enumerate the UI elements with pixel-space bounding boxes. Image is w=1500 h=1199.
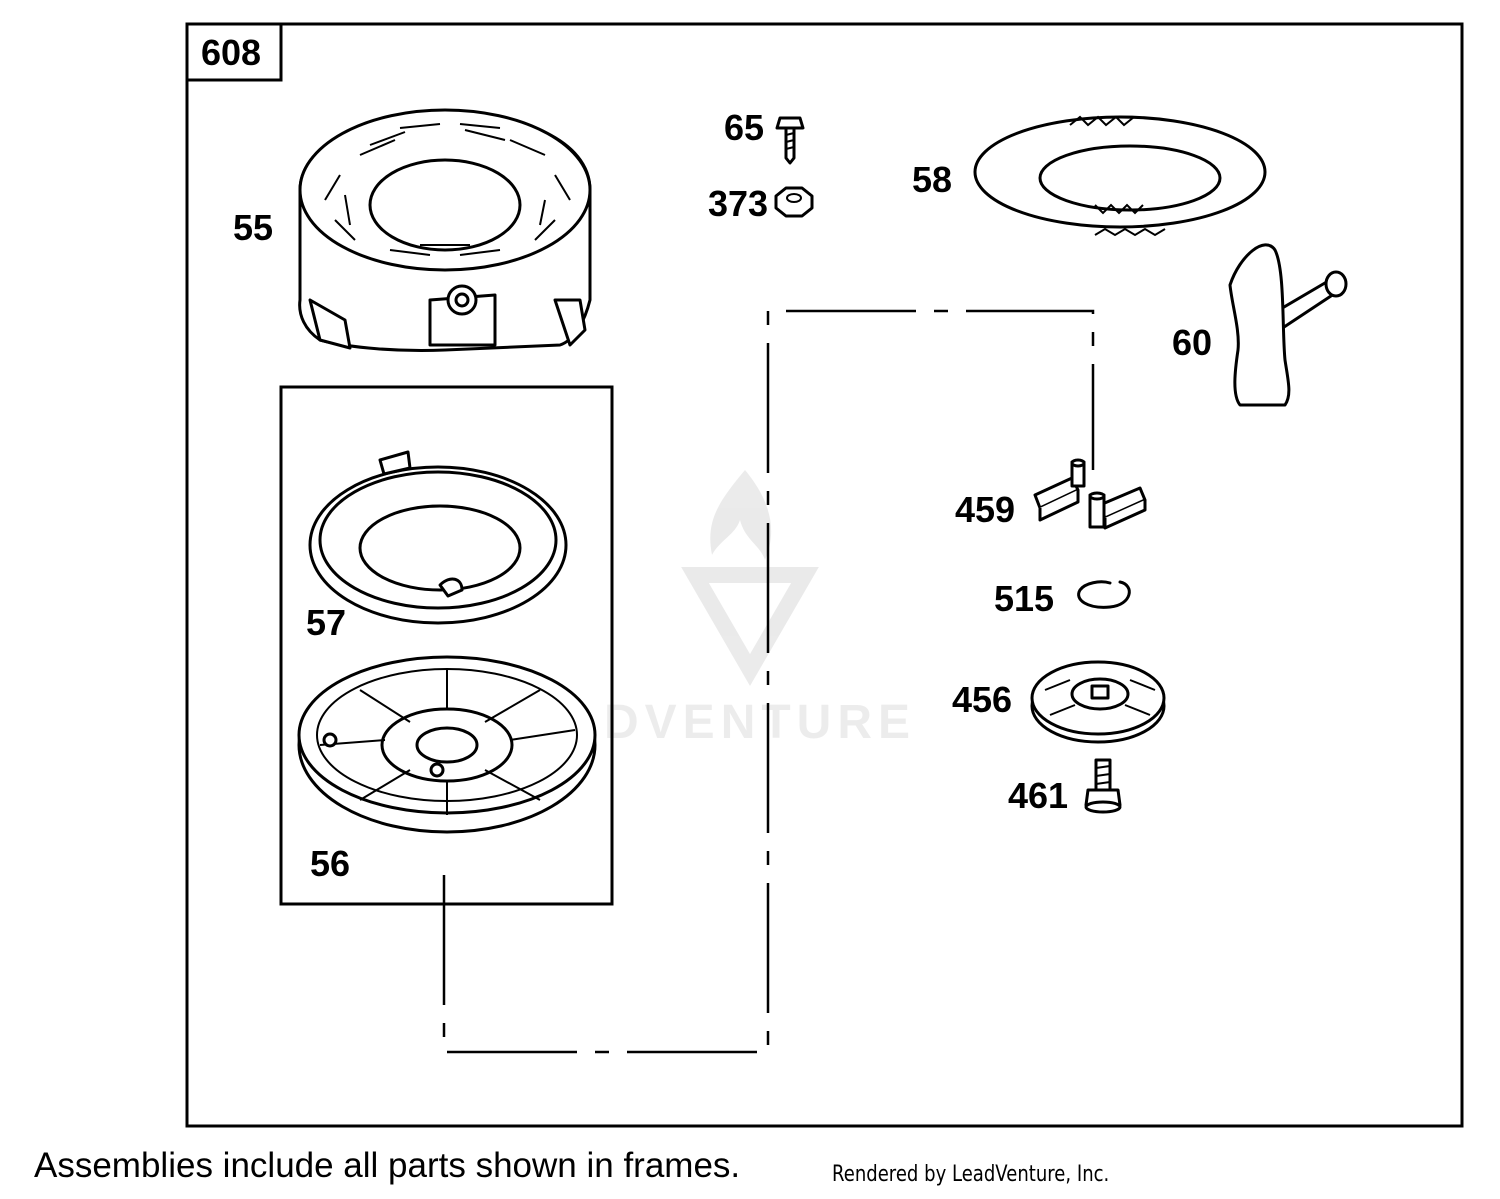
- retainer-icon: [1030, 660, 1166, 744]
- footer-note: Assemblies include all parts shown in fr…: [34, 1146, 741, 1185]
- frame-id-box: [185, 22, 283, 82]
- callout-515: 515: [994, 578, 1054, 619]
- callout-60: 60: [1172, 322, 1212, 363]
- callout-55: 55: [233, 207, 273, 248]
- callout-56: 56: [310, 843, 350, 884]
- connector-line-pulley: [442, 309, 1095, 1054]
- footer-credit: Rendered by LeadVenture, Inc.: [832, 1162, 1110, 1187]
- leadventure-watermark: [681, 470, 819, 686]
- callout-57: 57: [306, 602, 346, 643]
- callout-65: 65: [724, 107, 764, 148]
- screw-icon: [775, 116, 805, 165]
- callout-456: 456: [952, 679, 1012, 720]
- frame-id: 608: [201, 32, 261, 73]
- blower-housing-icon: [298, 108, 592, 353]
- retaining-ring-icon: [1077, 580, 1131, 609]
- callout-459: 459: [955, 489, 1015, 530]
- screw-icon: [1084, 758, 1122, 814]
- callout-461: 461: [1008, 775, 1068, 816]
- assembly-frame: [279, 385, 614, 906]
- pulley-icon: [297, 655, 597, 834]
- pawl-icon: [1033, 458, 1147, 530]
- callout-58: 58: [912, 159, 952, 200]
- starter-handle-icon: [1228, 243, 1348, 407]
- callout-373: 373: [708, 183, 768, 224]
- starter-rope-icon: [973, 115, 1267, 237]
- nut-icon: [774, 186, 814, 218]
- outer-frame: [185, 22, 1464, 1128]
- rewind-spring-icon: [308, 450, 568, 625]
